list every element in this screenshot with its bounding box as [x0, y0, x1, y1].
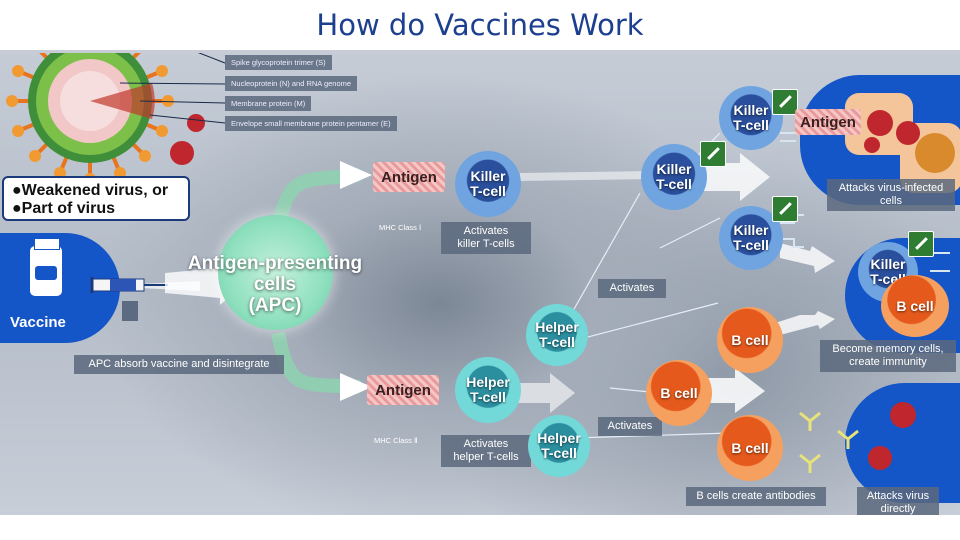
small-virus-icon	[170, 114, 205, 165]
legend-envelope: Envelope small membrane protein pentamer…	[225, 116, 397, 131]
antigen-mhc1: Antigen	[373, 162, 445, 192]
killer-att-2: T-cell	[733, 117, 769, 133]
sword-icon	[772, 196, 798, 222]
activates-label-upper: Activates	[598, 279, 666, 298]
attacks-directly-2: directly	[880, 503, 916, 515]
antigen-infected: Antigen	[795, 109, 861, 135]
infected-cell-icon	[845, 93, 960, 193]
memory-killer-1: Killer	[870, 256, 906, 272]
apc-caption: APC absorb vaccine and disintegrate	[74, 355, 284, 374]
memory-2: create immunity	[849, 356, 927, 368]
title-divider	[0, 50, 960, 53]
b-cell-middle: B cell	[646, 360, 712, 426]
killer-act-2: T-cell	[656, 176, 692, 192]
apc-label-2: cells	[253, 274, 297, 295]
memory-label: Become memory cells, create immunity	[820, 340, 956, 372]
bottom-margin	[0, 515, 960, 540]
legend-spike: Spike glycoprotein trimer (S)	[225, 55, 332, 70]
mhc-class-2-label: MHC Class Ⅱ	[374, 436, 418, 445]
helper-lower-2: T-cell	[541, 445, 577, 461]
apc-cell	[218, 215, 333, 330]
legend-membrane: Membrane protein (M)	[225, 96, 312, 111]
b-cell-upper: B cell	[717, 307, 783, 373]
activates-label-lower: Activates	[598, 417, 662, 436]
activates-killer-2: killer T-cells	[457, 238, 515, 250]
sword-icon	[700, 141, 726, 167]
vaccine-label: Vaccine	[10, 314, 66, 331]
memory-b-cell: B cell	[881, 275, 949, 337]
bubble-line-2: ●Part of virus	[12, 200, 116, 217]
antibody-icon	[799, 411, 859, 473]
killer-att-1: Killer	[733, 102, 769, 118]
attacks-directly-label: Attacks virus directly	[857, 487, 939, 515]
attacks-infected-label: Attacks virus-infected cells	[827, 179, 955, 211]
activates-helper-label: Activates helper T-cells	[441, 435, 531, 467]
killer-act-1: Killer	[656, 161, 692, 177]
b-cell-lower: B cell	[717, 415, 783, 481]
killer-mem-1: Killer	[733, 222, 769, 238]
mhc-class-1-label: MHC Class Ⅰ	[379, 223, 422, 232]
helper-label-2: T-cell	[470, 389, 506, 405]
vaccine-bottle-icon	[30, 238, 62, 296]
diagram-stage: Spike glycoprotein trimer (S) Nucleoprot…	[0, 53, 960, 515]
helper-label-1: Helper	[466, 374, 510, 390]
killer-mem-2: T-cell	[733, 237, 769, 253]
attacks-infected-2: cells	[879, 195, 902, 207]
memory-1: Become memory cells,	[832, 343, 944, 355]
coronavirus-icon	[6, 53, 174, 185]
page-title: How do Vaccines Work	[316, 8, 644, 42]
helper-upper-1: Helper	[535, 319, 579, 335]
legend-nucleoprotein: Nucleoprotein (N) and RNA genome	[225, 76, 358, 91]
apc-label-1: Antigen-presenting	[187, 253, 363, 274]
apc-label: Antigen-presenting cells (APC)	[165, 253, 385, 316]
activates-killer-label: Activates killer T-cells	[441, 222, 531, 254]
helper-lower-1: Helper	[537, 430, 581, 446]
diagram-graphics	[6, 53, 960, 473]
vaccine-content-bubble: ●Weakened virus, or ●Part of virus	[2, 176, 190, 221]
activates-killer-1: Activates	[463, 225, 509, 237]
helper-upper-2: T-cell	[539, 334, 575, 350]
attacks-directly-1: Attacks virus	[866, 490, 930, 502]
virus-target-icon	[868, 402, 916, 470]
activates-helper-2: helper T-cells	[453, 451, 519, 463]
attacks-infected-1: Attacks virus-infected	[838, 182, 944, 194]
apc-label-3: (APC)	[248, 295, 302, 316]
antibodies-label: B cells create antibodies	[686, 487, 826, 506]
sword-icon	[772, 89, 798, 115]
killer-label-2: T-cell	[470, 183, 506, 199]
activates-helper-1: Activates	[463, 438, 509, 450]
bubble-line-1: ●Weakened virus, or	[12, 182, 169, 199]
sword-icon	[908, 231, 934, 257]
killer-label-1: Killer	[470, 168, 506, 184]
antigen-mhc2: Antigen	[367, 375, 439, 405]
